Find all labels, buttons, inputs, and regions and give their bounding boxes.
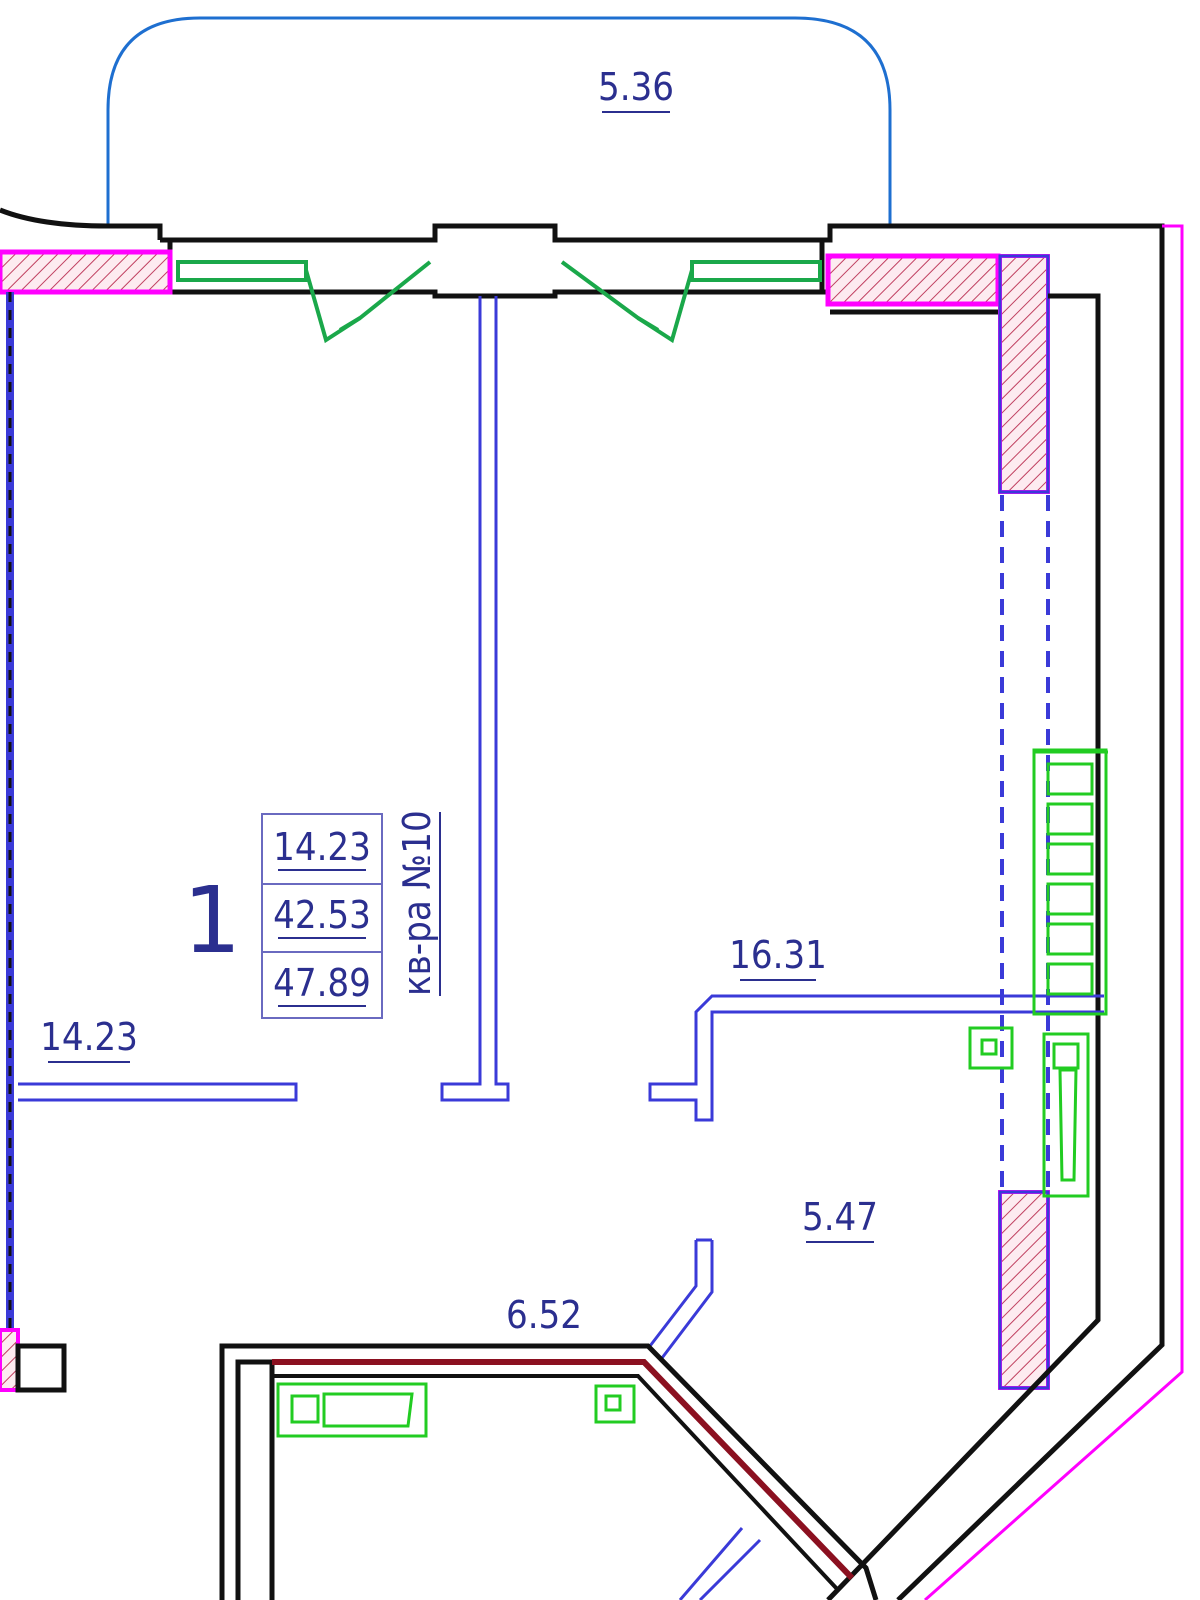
area-with-balcony: 47.89 (273, 961, 371, 1005)
hatched-wall-top-right (825, 253, 1001, 307)
window-right (560, 260, 822, 344)
area-total: 42.53 (273, 893, 371, 937)
hatched-wall-right-upper (998, 254, 1050, 494)
dashed-wall-right (1000, 495, 1050, 1190)
label-bath: 6.52 (506, 1293, 582, 1337)
window-left (176, 260, 432, 344)
bathroom-wall (219, 1343, 879, 1600)
radiator-right (1032, 748, 1108, 1016)
label-room-right: 16.31 (729, 933, 827, 977)
label-room-left: 14.23 (40, 1015, 138, 1059)
hatched-wall-right-lower (998, 1190, 1050, 1390)
apartment-room-count: 1 (183, 867, 242, 974)
right-outer-wall (826, 223, 1184, 1600)
hatched-wall-top-left (0, 249, 173, 295)
partition-left-room (18, 1082, 298, 1102)
area-living: 14.23 (273, 825, 371, 869)
sink-fixture (276, 1382, 428, 1438)
label-balcony: 5.36 (598, 65, 674, 109)
bathtub-fixture (968, 1026, 1090, 1198)
partition-center (440, 296, 510, 1102)
toilet-fixture (594, 1384, 636, 1424)
balcony-outline (106, 16, 892, 226)
label-hall: 5.47 (802, 1195, 878, 1239)
partition-hall (648, 1238, 714, 1359)
left-wall (0, 292, 67, 1393)
partition-right-room (648, 994, 1104, 1122)
apartment-label: кв-ра №10 (395, 810, 439, 996)
area-table (261, 813, 383, 1019)
